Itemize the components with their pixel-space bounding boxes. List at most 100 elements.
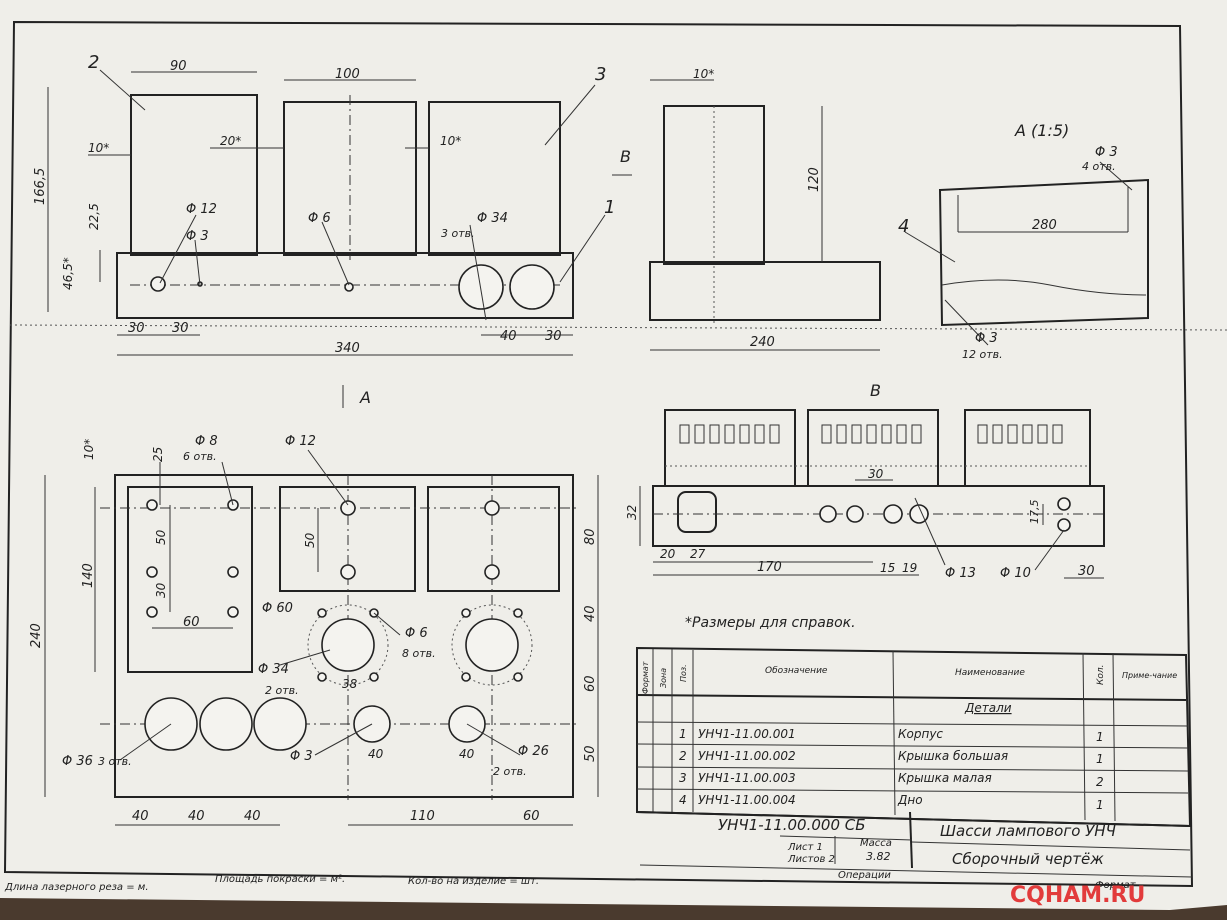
front-dim-40: 40 — [500, 329, 517, 344]
plan-dim-50a: 50 — [154, 529, 168, 545]
plan-arrow-label: A — [359, 388, 371, 407]
front-hole-3: Φ 3 — [186, 229, 209, 244]
th-code: Обозначение — [765, 666, 828, 676]
side-dim-120: 120 — [807, 167, 822, 192]
plan-dim-40-hole1: 40 — [368, 747, 384, 761]
detail-dim-280: 280 — [1032, 218, 1057, 233]
plan-hole-36: Φ 36 — [62, 754, 93, 769]
operations-label: Операции — [838, 870, 891, 881]
front-hole-6: Φ 6 — [308, 211, 331, 226]
plan-dim-30: 30 — [154, 582, 168, 598]
vb-hole-13: Φ 13 — [945, 566, 976, 581]
plan-hole-34-count: 2 отв. — [265, 684, 299, 697]
row-code: УНЧ1-11.00.003 — [698, 771, 796, 785]
callout-2: 2 — [88, 52, 99, 73]
plan-dim-60-inner: 60 — [183, 615, 200, 630]
front-dim-30c: 30 — [545, 329, 562, 344]
plan-hole-8-count: 6 отв. — [183, 450, 217, 463]
product-name: Шасси лампового УНЧ — [940, 822, 1116, 840]
front-ref-20: 20* — [220, 134, 241, 148]
drawing-type: Сборочный чертёж — [952, 850, 1104, 868]
watermark: CQHAM.RU — [1010, 883, 1145, 908]
table-section: Детали — [964, 701, 1012, 715]
mass-label: Масса — [860, 838, 892, 849]
footer-laser: Длина лазерного реза = м. — [4, 882, 149, 893]
vb-dim-27: 27 — [690, 547, 706, 561]
plan-hole-36-count: 3 отв. — [98, 755, 132, 768]
plan-dim-10: 10* — [82, 439, 96, 460]
row-code: УНЧ1-11.00.001 — [698, 727, 796, 741]
note-reference: *Размеры для справок. — [685, 615, 856, 631]
plan-view: A — [29, 385, 599, 826]
front-dim-340: 340 — [335, 341, 360, 356]
th-pos: Поз. — [679, 664, 688, 682]
row-qty: 1 — [1096, 798, 1104, 812]
callout-3: 3 — [595, 64, 606, 85]
vb-dim-15: 15 — [880, 561, 895, 575]
parts-table: Формат Зона Поз. Обозначение Наименовани… — [636, 646, 1192, 828]
vb-dim-32: 32 — [625, 505, 639, 520]
footer-qty: Кол-во на изделие = шт. — [408, 876, 539, 887]
detail-a: A (1:5) 4 Φ 3 4 отв. 280 Φ 3 12 отв. — [898, 121, 1149, 361]
plan-hole-12: Φ 12 — [285, 434, 316, 449]
vb-dim-19: 19 — [902, 561, 917, 575]
row-qty: 2 — [1096, 775, 1104, 789]
row-name: Крышка малая — [898, 771, 992, 785]
plan-dim-40a: 40 — [132, 809, 149, 824]
row-qty: 1 — [1096, 730, 1104, 744]
front-hole-34: Φ 34 — [477, 211, 508, 226]
plan-dim-40-hole2: 40 — [459, 747, 475, 761]
arrow-b-label: B — [620, 147, 631, 166]
th-name: Наименование — [955, 668, 1025, 678]
front-dim-465: 46,5* — [61, 257, 75, 290]
th-qty: Кол. — [1096, 664, 1106, 685]
plan-dim-110: 110 — [410, 809, 435, 824]
detail-hole-top: Φ 3 — [1095, 145, 1118, 160]
plan-dim-50b: 50 — [303, 532, 317, 548]
front-dim-1665: 166,5 — [33, 168, 48, 205]
row-code: УНЧ1-11.00.004 — [698, 793, 796, 807]
mass-value: 3.82 — [866, 850, 891, 863]
front-ref-10b: 10* — [440, 134, 461, 148]
detail-hole-bottom: Φ 3 — [975, 331, 998, 346]
plan-hole-26: Φ 26 — [518, 744, 549, 759]
front-hole-count: 3 отв. — [441, 227, 475, 240]
plan-hole-3: Φ 3 — [290, 749, 313, 764]
callout-4: 4 — [898, 216, 909, 237]
plan-dim-40b: 40 — [188, 809, 205, 824]
plan-hole-26-count: 2 отв. — [493, 765, 527, 778]
front-dim-90: 90 — [170, 59, 187, 74]
view-b-title: B — [870, 381, 881, 400]
front-view: 90 100 166,5 22,5 46,5* 30 30 40 30 340 … — [33, 52, 615, 356]
row-qty: 1 — [1096, 752, 1104, 766]
title-block: УНЧ1-11.00.000 СБ Шасси лампового УНЧ Сб… — [636, 811, 1193, 891]
plan-dim-60: 60 — [583, 675, 598, 692]
vb-dim-30a: 30 — [868, 467, 884, 481]
th-note: Приме-чание — [1122, 671, 1177, 680]
row-pos: 2 — [679, 749, 687, 763]
plan-hole-8: Φ 8 — [195, 434, 218, 449]
row-pos: 3 — [679, 771, 687, 785]
front-dim-100: 100 — [335, 67, 360, 82]
callout-1: 1 — [604, 197, 615, 218]
th-zone: Зона — [659, 668, 668, 688]
sheet-total: Листов 2 — [787, 854, 835, 865]
footer-paint: Площадь покраски = м². — [215, 874, 345, 885]
side-view: 10* 120 240 B — [612, 67, 881, 351]
plan-dim-60-bottom: 60 — [523, 809, 540, 824]
front-dim-30a: 30 — [128, 321, 145, 336]
row-name: Крышка большая — [898, 749, 1008, 763]
row-pos: 1 — [679, 727, 687, 741]
detail-title: A (1:5) — [1014, 121, 1069, 140]
front-dim-30b: 30 — [172, 321, 189, 336]
th-format: Формат — [641, 661, 650, 694]
view-b: B 32 20 27 30 170 15 19 17,5 — [625, 381, 1105, 581]
frame — [3, 20, 1194, 888]
plan-hole-6: Φ 6 — [405, 626, 428, 641]
plan-dim-25: 25 — [151, 447, 165, 462]
plan-dim-40c: 40 — [244, 809, 261, 824]
vb-dim-170: 170 — [757, 560, 782, 575]
detail-hole-top-count: 4 отв. — [1082, 160, 1116, 173]
plan-hole-34: Φ 34 — [258, 662, 289, 677]
